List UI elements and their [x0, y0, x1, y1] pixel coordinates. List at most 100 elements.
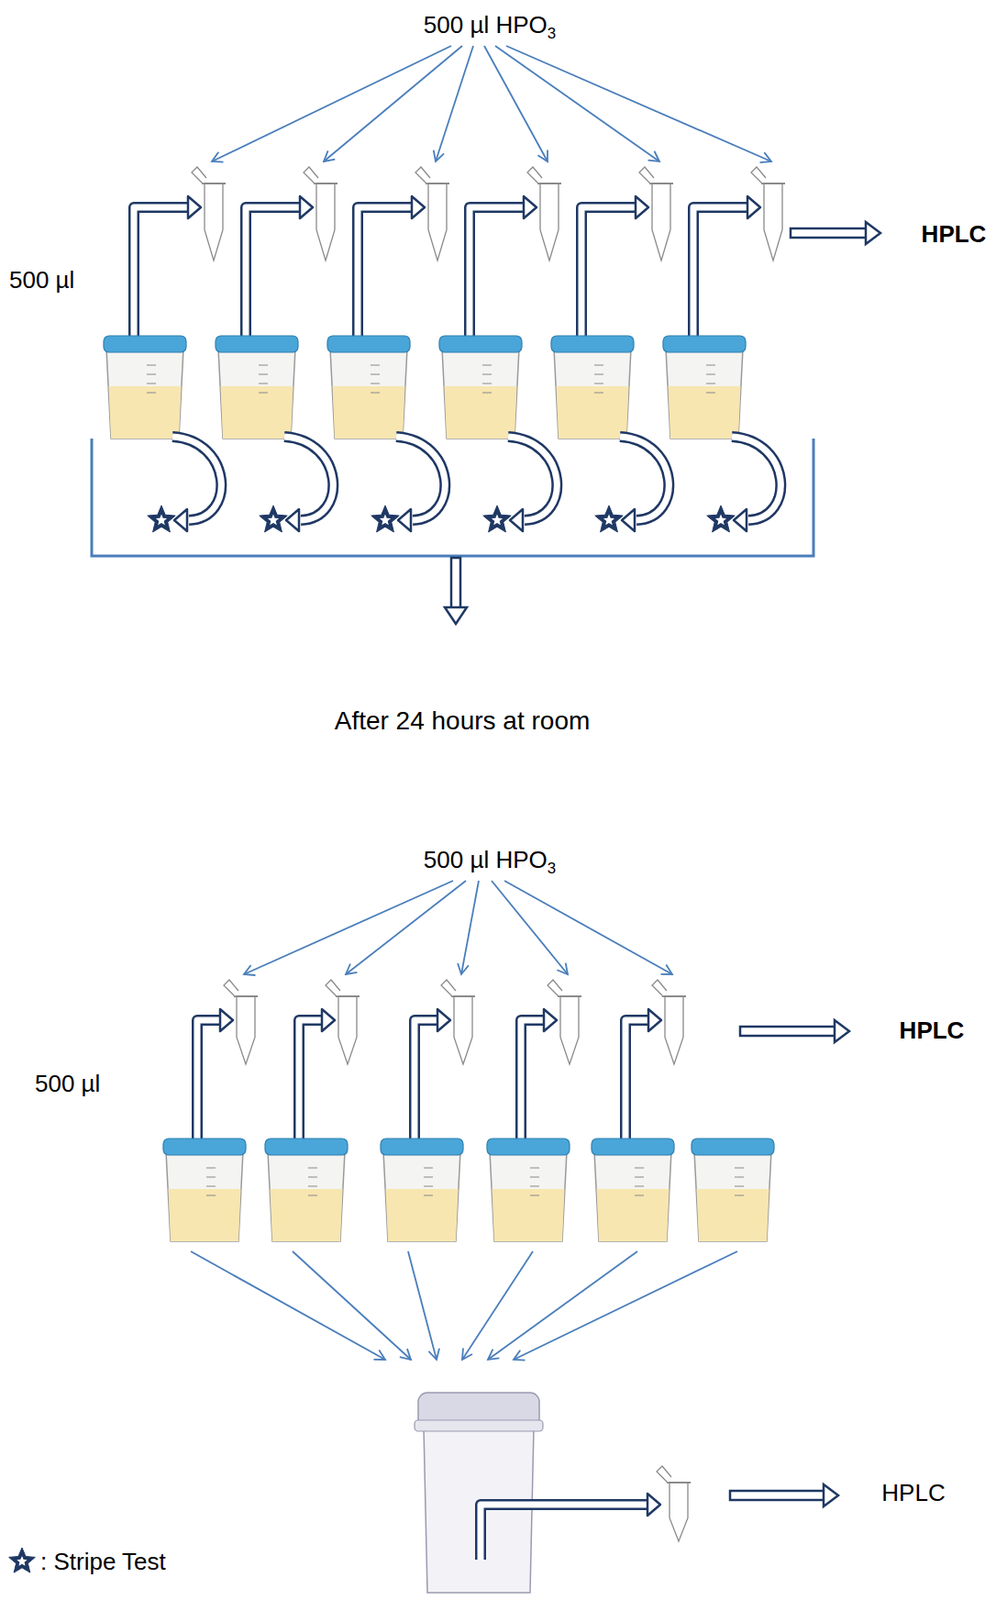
star-center [379, 514, 391, 526]
hollow-arrow-head [648, 1008, 662, 1031]
urine-cup [265, 1138, 348, 1241]
thin-arrow [408, 1250, 437, 1360]
double-arrow [740, 1026, 837, 1036]
hollow-arrow-body [357, 207, 416, 336]
thin-arrow [435, 45, 474, 162]
double-arrow-head [865, 221, 881, 244]
thin-arrow [504, 880, 673, 974]
hollow-arrow-body [693, 207, 752, 336]
hollow-arrow-core [298, 1019, 326, 1139]
urine-cup [103, 335, 187, 439]
hollow-arrow-core [197, 1019, 224, 1139]
double-arrow [451, 557, 461, 609]
hollow-arrow-head [188, 196, 201, 219]
hollow-arrow-body [469, 207, 528, 336]
urine-cup [327, 335, 410, 439]
urine-cup [380, 1138, 464, 1241]
hollow-arrow-head [543, 1008, 557, 1031]
urine-cup [663, 335, 746, 439]
thin-arrow [190, 1250, 386, 1360]
bracket [91, 438, 814, 556]
stripe-test-star [707, 505, 735, 532]
label-text: HPLC [921, 220, 987, 249]
hollow-arrow-core [133, 207, 192, 336]
hollow-arrow-head [299, 196, 313, 219]
label-text: 500 µl [34, 1069, 100, 1098]
hollow-arrow-head [174, 509, 188, 532]
hollow-arrow-core [619, 436, 669, 521]
label-text: HPLC [899, 1016, 965, 1045]
legend-text: : Stripe Test [40, 1547, 166, 1576]
urine-cup [691, 1138, 775, 1241]
thin-arrow [495, 45, 660, 162]
hollow-arrow-body [414, 1019, 442, 1139]
urine-cup [551, 335, 634, 439]
label-text: 500 µl HPO3 [423, 11, 556, 44]
thin-arrow [484, 45, 548, 162]
legend-star [5, 1544, 39, 1578]
thin-arrow [345, 880, 466, 974]
hollow-arrow-body [581, 207, 640, 336]
hollow-arrow-body [298, 1019, 326, 1139]
hollow-arrow-body [284, 436, 333, 521]
double-arrow [730, 1490, 826, 1500]
eppendorf-tube [191, 166, 226, 261]
thin-arrow [461, 880, 479, 974]
hollow-arrow-head [286, 509, 299, 532]
hollow-arrow-body [625, 1019, 653, 1139]
hollow-arrow-body [197, 1019, 224, 1139]
hollow-arrow-core [172, 436, 222, 521]
hollow-arrow-head [523, 196, 537, 219]
hollow-arrow-body [731, 436, 781, 521]
label-text: After 24 hours at room [334, 705, 591, 737]
eppendorf-tube [415, 166, 450, 261]
stripe-test-star [483, 505, 511, 532]
hollow-arrow-body [133, 207, 192, 336]
hollow-arrow-head [220, 1008, 233, 1031]
hollow-arrow-body [520, 1019, 548, 1139]
thin-arrow [292, 1250, 411, 1360]
label-text: 500 µl HPO3 [423, 845, 556, 878]
hollow-arrow-core [480, 1504, 647, 1560]
hollow-arrow-core [625, 1019, 653, 1139]
hollow-arrow-head [747, 196, 761, 219]
stripe-test-star [259, 505, 288, 532]
thin-arrow [487, 1250, 638, 1360]
thin-arrow [462, 1250, 533, 1360]
legend-row: : Stripe Test [5, 1544, 166, 1578]
hollow-arrow-body [396, 436, 445, 521]
eppendorf-tube [751, 166, 786, 261]
eppendorf-tube [639, 166, 674, 261]
hollow-arrow-core [414, 1019, 442, 1139]
hollow-arrow-body [508, 436, 557, 521]
stripe-test-star [595, 505, 623, 532]
thin-arrow [211, 45, 452, 162]
star-center [603, 514, 615, 526]
eppendorf-tube [527, 166, 562, 261]
stripe-test-star [9, 1547, 36, 1572]
hollow-arrow-head [398, 509, 411, 532]
hollow-arrow-core [693, 207, 752, 336]
urine-cup [486, 1138, 570, 1241]
thin-arrow [506, 45, 772, 162]
hollow-arrow-head [621, 509, 635, 532]
urine-cup [215, 335, 299, 439]
hollow-arrow-core [284, 436, 333, 521]
hollow-arrow-core [357, 207, 416, 336]
urine-cup [439, 335, 522, 439]
hollow-arrow-body [172, 436, 222, 521]
hollow-arrow-core [245, 207, 304, 336]
hollow-arrow-body [480, 1504, 647, 1560]
stripe-test-star [147, 505, 176, 532]
star-center [16, 1555, 27, 1566]
hollow-arrow-head [411, 196, 425, 219]
pool-container [414, 1392, 543, 1593]
thin-arrow [513, 1250, 738, 1360]
star-center [155, 514, 167, 526]
eppendorf-tube [303, 166, 338, 261]
eppendorf-tube [656, 1465, 691, 1541]
hollow-arrow-core [508, 436, 557, 521]
hollow-arrow-core [469, 207, 528, 336]
hollow-arrow-head [733, 509, 747, 532]
